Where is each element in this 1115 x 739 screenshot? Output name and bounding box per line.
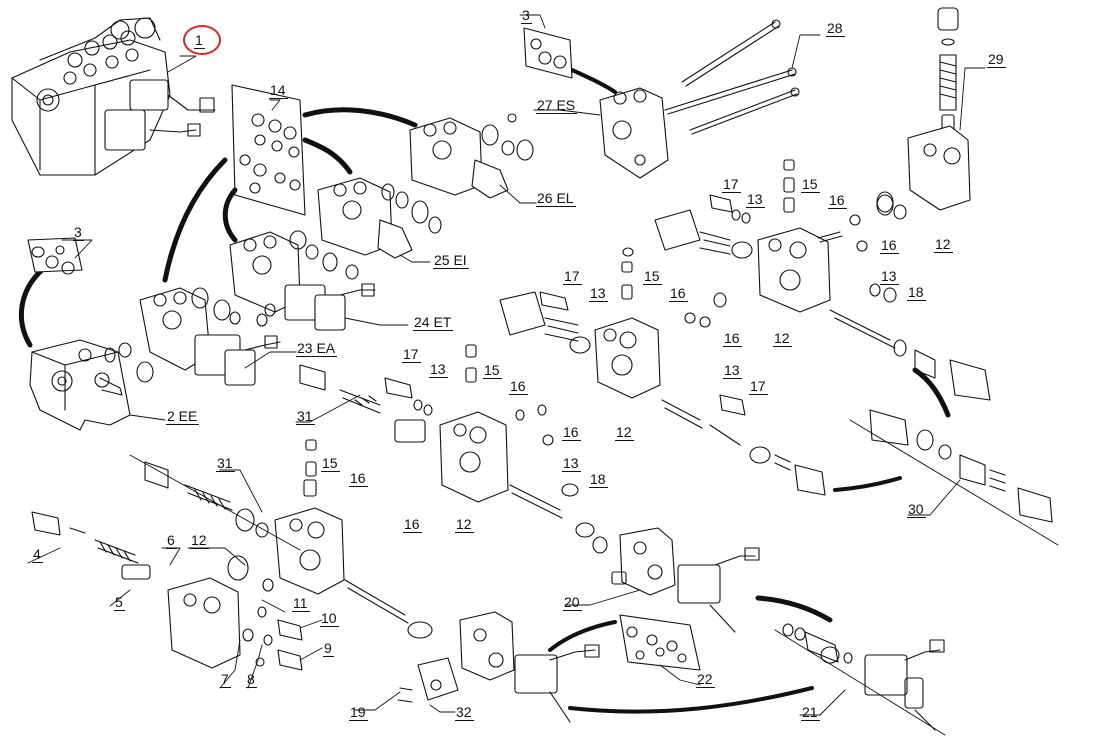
section-25-illustration <box>317 177 442 259</box>
callout-4[interactable]: 4 <box>32 546 43 563</box>
callout-3[interactable]: 3 <box>73 224 84 241</box>
callout-16[interactable]: 16 <box>562 424 581 441</box>
leader-lines <box>27 14 986 716</box>
callout-12[interactable]: 12 <box>773 330 792 347</box>
flow-arrow <box>548 620 617 652</box>
callout-10[interactable]: 10 <box>320 610 339 627</box>
callout-12[interactable]: 12 <box>934 236 953 253</box>
callout-15[interactable]: 15 <box>643 268 662 285</box>
callout-16[interactable]: 16 <box>349 470 368 487</box>
callout-11[interactable]: 11 <box>292 595 310 612</box>
callout-17[interactable]: 17 <box>563 268 582 285</box>
section-24-illustration <box>229 230 376 331</box>
callout-29[interactable]: 29 <box>987 51 1006 68</box>
callout-31[interactable]: 31 <box>216 455 235 472</box>
section-26-illustration <box>409 113 534 199</box>
relief-valve-29 <box>876 7 971 220</box>
flow-arrow <box>18 267 45 348</box>
callout-27-es[interactable]: 27 ES <box>536 97 578 114</box>
working-section-left-center <box>299 344 579 519</box>
callout-12[interactable]: 12 <box>190 532 209 549</box>
callout-12[interactable]: 12 <box>615 424 634 441</box>
callout-24-et[interactable]: 24 ET <box>413 314 454 331</box>
callout-9[interactable]: 9 <box>323 640 334 657</box>
plate-22 <box>619 614 701 671</box>
callout-5[interactable]: 5 <box>114 594 125 611</box>
section-23-illustration <box>104 287 281 386</box>
flow-arrow <box>912 367 951 418</box>
solenoid-block-20 <box>575 522 760 633</box>
gasket-plate-14 <box>231 84 306 216</box>
solenoid-assembly-21 <box>774 623 946 736</box>
callout-32[interactable]: 32 <box>455 704 474 721</box>
assembled-valve-illustration <box>11 17 216 176</box>
callout-16[interactable]: 16 <box>723 330 742 347</box>
seal-plate-left <box>27 237 83 275</box>
callout-18[interactable]: 18 <box>907 284 926 301</box>
callout-21[interactable]: 21 <box>801 704 820 721</box>
callout-12[interactable]: 12 <box>455 516 474 533</box>
working-section-bottom-left <box>31 454 433 671</box>
callout-8[interactable]: 8 <box>246 671 257 688</box>
flow-arrow <box>833 476 902 492</box>
callout-15[interactable]: 15 <box>483 362 502 379</box>
callout-26-el[interactable]: 26 EL <box>536 190 576 207</box>
callout-7[interactable]: 7 <box>220 671 231 688</box>
callout-30[interactable]: 30 <box>907 501 926 518</box>
callout-15[interactable]: 15 <box>321 455 340 472</box>
callout-13[interactable]: 13 <box>589 285 608 302</box>
section-27-illustration <box>599 87 669 179</box>
callout-13[interactable]: 13 <box>880 268 899 285</box>
flow-arrow <box>755 595 833 623</box>
callout-25-ei[interactable]: 25 EI <box>433 252 469 269</box>
callout-13[interactable]: 13 <box>562 455 581 472</box>
flow-arrow <box>570 68 617 94</box>
callout-19[interactable]: 19 <box>349 704 368 721</box>
callout-13[interactable]: 13 <box>429 361 448 378</box>
flow-arrow <box>302 137 353 175</box>
callout-16[interactable]: 16 <box>669 285 688 302</box>
callout-17[interactable]: 17 <box>722 176 741 193</box>
callout-13[interactable]: 13 <box>723 362 742 379</box>
callout-3[interactable]: 3 <box>521 7 532 24</box>
callout-15[interactable]: 15 <box>801 176 820 193</box>
working-section-center <box>499 247 826 496</box>
callout-6[interactable]: 6 <box>166 532 177 549</box>
callout-17[interactable]: 17 <box>402 346 421 363</box>
tie-rods <box>664 19 800 135</box>
callout-16[interactable]: 16 <box>509 378 528 395</box>
callout-1[interactable]: 1 <box>194 32 205 49</box>
seal-plate-top <box>523 27 573 79</box>
flow-arrow <box>162 157 228 283</box>
working-section-right <box>654 159 991 401</box>
callout-28[interactable]: 28 <box>826 20 845 37</box>
callout-2-ee[interactable]: 2 EE <box>166 408 200 425</box>
flow-arrow <box>222 187 238 243</box>
callout-22[interactable]: 22 <box>696 671 715 688</box>
callout-14[interactable]: 14 <box>269 82 288 99</box>
end-section-illustration <box>29 339 131 431</box>
spool-cap-30 <box>849 409 1059 546</box>
callout-13[interactable]: 13 <box>746 191 765 208</box>
callout-18[interactable]: 18 <box>589 471 608 488</box>
flow-arrow <box>302 107 418 128</box>
solenoid-block-19 <box>397 611 600 723</box>
callout-16[interactable]: 16 <box>828 192 847 209</box>
callout-23-ea[interactable]: 23 EA <box>296 340 338 357</box>
callout-31[interactable]: 31 <box>296 408 315 425</box>
callout-17[interactable]: 17 <box>749 378 768 395</box>
callout-20[interactable]: 20 <box>563 594 582 611</box>
flow-arrow <box>568 686 814 714</box>
callout-16[interactable]: 16 <box>880 237 899 254</box>
highlight-ring <box>183 25 221 55</box>
callout-16[interactable]: 16 <box>403 516 422 533</box>
